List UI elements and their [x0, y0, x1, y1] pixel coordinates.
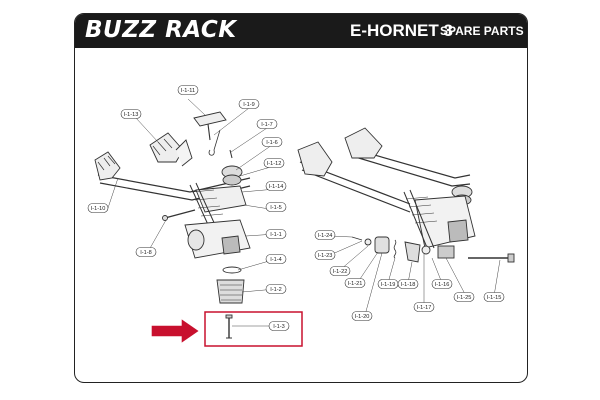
part-label-bubble	[431, 279, 453, 289]
part-label-bubble	[261, 137, 283, 147]
left-assembly	[94, 111, 251, 339]
part-label-i-1-20: I-1-20	[351, 311, 373, 321]
part-label-i-1-13: I-1-13	[120, 109, 142, 119]
part-label-i-1-22: I-1-22	[329, 266, 351, 276]
key-part	[208, 129, 221, 156]
part-label-i-1-16: I-1-16	[431, 279, 453, 289]
part-label-i-1-11: I-1-11	[177, 85, 199, 95]
part-label-bubble	[268, 321, 290, 331]
part-label-text: I-1-19	[381, 282, 396, 288]
part-label-text: I-1-13	[124, 112, 139, 118]
part-label-text: I-1-22	[333, 269, 348, 275]
cradle-upper	[149, 132, 193, 167]
part-label-bubble	[314, 250, 336, 260]
part-label-bubble	[265, 254, 287, 264]
part-label-text: I-1-25	[457, 295, 472, 301]
part-label-bubble	[453, 292, 475, 302]
part-label-i-1-14: I-1-14	[265, 181, 287, 191]
part-label-i-1-19: I-1-19	[377, 279, 399, 289]
part-label-bubble	[483, 292, 505, 302]
part-label-bubble	[351, 311, 373, 321]
part-label-i-1-21: I-1-21	[344, 278, 366, 288]
part-label-bubble	[263, 158, 285, 168]
part-label-i-1-25: I-1-25	[453, 292, 475, 302]
part-label-i-1-15: I-1-15	[483, 292, 505, 302]
part-label-i-1-2: I-1-2	[265, 284, 287, 294]
right-assembly	[297, 127, 515, 263]
part-label-bubble	[397, 279, 419, 289]
highlight-box	[204, 311, 303, 347]
part-label-text: I-1-7	[261, 122, 273, 128]
t-handle-knob	[193, 111, 227, 141]
screw-part	[225, 314, 233, 339]
part-label-text: I-1-3	[273, 324, 285, 330]
brand-logo: BUZZ RACK	[85, 17, 237, 43]
part-label-bubble	[87, 203, 109, 213]
part-label-text: I-1-14	[269, 184, 284, 190]
part-label-bubble	[256, 119, 278, 129]
part-label-bubble	[265, 202, 287, 212]
part-label-text: I-1-9	[243, 102, 255, 108]
part-labels: I-1-11I-1-13 I-1-9I-1-7I-1-6I-1-12I-1-14I…	[87, 85, 505, 331]
part-label-text: I-1-11	[181, 88, 195, 94]
part-label-i-1-23: I-1-23	[314, 250, 336, 260]
part-label-bubble	[344, 278, 366, 288]
part-label-text: I-1-1	[270, 232, 282, 238]
part-label-i-1-4: I-1-4	[265, 254, 287, 264]
part-label-i-1-3: I-1-3	[268, 321, 290, 331]
part-label-i-1-1: I-1-1	[265, 229, 287, 239]
part-label-bubble	[329, 266, 351, 276]
part-label-bubble	[265, 229, 287, 239]
part-label-text: I-1-21	[348, 281, 363, 287]
part-label-text: I-1-4	[270, 257, 282, 263]
part-label-i-1-24: I-1-24	[314, 230, 336, 240]
part-label-text: I-1-2	[270, 287, 282, 293]
header-bar: BUZZ RACK E-HORNET 3 SPARE PARTS	[75, 14, 527, 48]
part-label-bubble	[265, 284, 287, 294]
part-label-bubble	[314, 230, 336, 240]
cradle-left	[94, 151, 121, 181]
part-label-i-1-17: I-1-17	[413, 302, 435, 312]
part-label-text: I-1-23	[318, 253, 333, 259]
part-label-i-1-7: I-1-7	[256, 119, 278, 129]
part-label-bubble	[120, 109, 142, 119]
sheet-subtitle: SPARE PARTS	[440, 24, 524, 38]
part-label-bubble	[177, 85, 199, 95]
highlight-arrow	[151, 319, 199, 343]
part-label-i-1-9: I-1-9	[238, 99, 260, 109]
part-label-text: I-1-6	[266, 140, 278, 146]
part-label-text: I-1-17	[417, 305, 432, 311]
part-label-text: I-1-5	[270, 205, 282, 211]
part-label-i-1-18: I-1-18	[397, 279, 419, 289]
part-label-i-1-5: I-1-5	[265, 202, 287, 212]
part-label-text: I-1-12	[267, 161, 282, 167]
part-label-bubble	[265, 181, 287, 191]
part-label-text: I-1-20	[355, 314, 370, 320]
part-label-i-1-12: I-1-12	[263, 158, 285, 168]
part-label-i-1-10: I-1-10	[87, 203, 109, 213]
part-label-text: I-1-8	[140, 250, 152, 256]
model-name: E-HORNET 3	[350, 21, 453, 40]
part-label-i-1-6: I-1-6	[261, 137, 283, 147]
part-label-bubble	[135, 247, 157, 257]
part-label-text: I-1-15	[487, 295, 502, 301]
part-label-bubble	[413, 302, 435, 312]
part-label-bubble	[238, 99, 260, 109]
part-label-text: I-1-10	[91, 206, 106, 212]
part-label-i-1-8: I-1-8	[135, 247, 157, 257]
part-label-text: I-1-16	[435, 282, 450, 288]
part-label-text: I-1-24	[318, 233, 333, 239]
part-label-text: I-1-18	[401, 282, 416, 288]
